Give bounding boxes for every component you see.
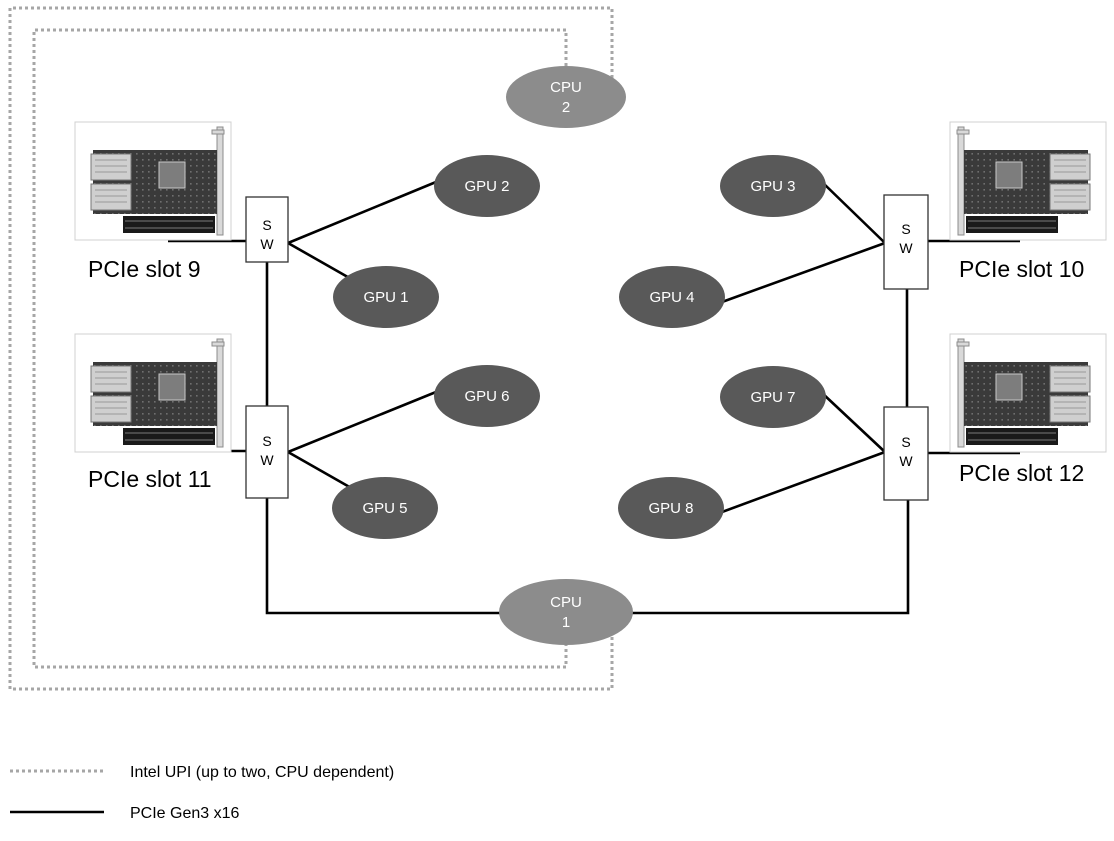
- gpu-3-node: GPU 3: [720, 155, 826, 217]
- pcie-switch-2: S W: [883, 194, 929, 290]
- switch-label-w: W: [899, 453, 913, 469]
- cpu-2-label-line2: 2: [562, 99, 570, 116]
- switch-label-s: S: [262, 433, 271, 449]
- link-sw1-gpu1: [287, 241, 354, 282]
- legend: Intel UPI (up to two, CPU dependent) PCI…: [10, 764, 394, 822]
- switch-label-w: W: [260, 236, 274, 252]
- gpu-4-node: GPU 4: [619, 266, 725, 328]
- upi-links: [8, 6, 614, 691]
- cpu-2-label-line1: CPU: [550, 79, 582, 96]
- gpu-2-node: GPU 2: [434, 155, 540, 217]
- nic-card-slot-11: [74, 333, 232, 453]
- link-cpu1-sw4: [620, 500, 910, 615]
- gpu-8-node: GPU 8: [618, 477, 724, 539]
- link-sw3-gpu5: [287, 450, 354, 491]
- switch-label-s: S: [262, 217, 271, 233]
- gpu-4-label: GPU 4: [649, 289, 694, 306]
- cpu-1-node: CPU 1: [499, 579, 633, 645]
- link-sw3-gpu6: [287, 390, 437, 454]
- gpu-5-label: GPU 5: [362, 500, 407, 517]
- slot-12-label: PCIe slot 12: [959, 460, 1084, 486]
- link-sw2-gpu3: [821, 181, 886, 244]
- link-sw4-gpu7: [821, 392, 886, 453]
- gpu-3-label: GPU 3: [750, 178, 795, 195]
- gpu-2-label: GPU 2: [464, 178, 509, 195]
- nic-card-slot-10: [949, 121, 1107, 241]
- cpu-2-node: CPU 2: [506, 66, 626, 128]
- slot-9-label: PCIe slot 9: [88, 256, 201, 282]
- gpu-7-label: GPU 7: [750, 389, 795, 406]
- pcie-switch-1: S W: [245, 196, 289, 263]
- slot-11-label: PCIe slot 11: [88, 466, 212, 492]
- pcie-switch-4: S W: [883, 406, 929, 501]
- link-sw4-gpu8: [721, 450, 886, 514]
- gpu-1-label: GPU 1: [363, 289, 408, 306]
- cpu-1-label-line2: 1: [562, 614, 570, 631]
- gpu-5-node: GPU 5: [332, 477, 438, 539]
- legend-upi-label: Intel UPI (up to two, CPU dependent): [130, 764, 394, 781]
- nic-card-slot-9: [74, 121, 232, 241]
- link-sw3-cpu1: [265, 498, 520, 615]
- slot-10-label: PCIe slot 10: [959, 256, 1084, 282]
- switch-label-w: W: [899, 240, 913, 256]
- gpu-6-node: GPU 6: [434, 365, 540, 427]
- switch-label-s: S: [901, 434, 910, 450]
- gpu-1-node: GPU 1: [333, 266, 439, 328]
- link-sw2-gpu4: [721, 241, 886, 304]
- link-sw1-gpu2: [287, 180, 437, 245]
- gpu-7-node: GPU 7: [720, 366, 826, 428]
- nic-card-slot-12: [949, 333, 1107, 453]
- gpu-8-label: GPU 8: [648, 500, 693, 517]
- gpu-6-label: GPU 6: [464, 388, 509, 405]
- switch-label-w: W: [260, 452, 274, 468]
- upi-link-inner: [32, 28, 568, 669]
- switch-label-s: S: [901, 221, 910, 237]
- pcie-switch-3: S W: [245, 405, 289, 499]
- legend-pcie-label: PCIe Gen3 x16: [130, 805, 240, 822]
- cpu-1-label-line1: CPU: [550, 594, 582, 611]
